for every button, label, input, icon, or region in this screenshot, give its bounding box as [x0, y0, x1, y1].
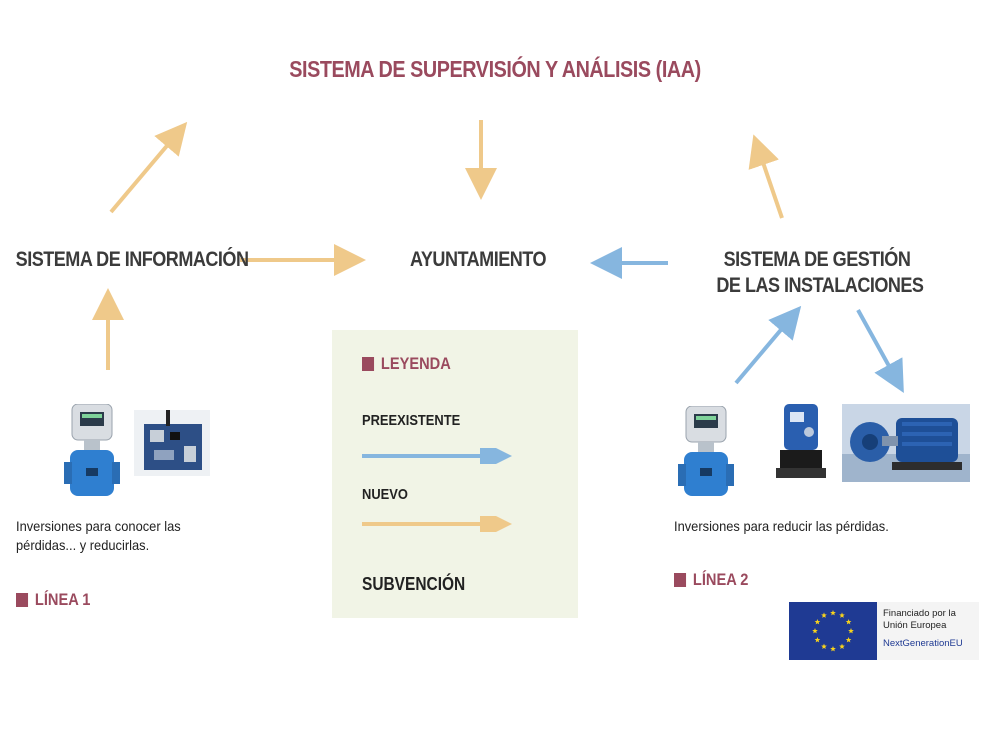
left-caption-line1: Inversiones para conocer las [16, 518, 181, 534]
linea-1-tag: LÍNEA 1 [16, 590, 90, 610]
eu-text-line2: Unión Europea [883, 620, 947, 631]
diagram-title: SISTEMA DE SUPERVISIÓN Y ANÁLISIS (IAA) [289, 56, 701, 82]
legend-preexistente-arrow [362, 448, 512, 464]
legend-title-label: LEYENDA [380, 354, 451, 373]
flowmeter-icon [678, 406, 734, 496]
linea-2-label: LÍNEA 2 [692, 570, 749, 589]
linea-2-tag: LÍNEA 2 [674, 570, 748, 590]
node-sistema-informacion: SISTEMA DE INFORMACIÓN [15, 248, 249, 271]
eu-star-icon [814, 619, 821, 625]
eu-star-icon [821, 643, 827, 650]
eu-star-icon [848, 628, 854, 634]
motor-pump-icon [842, 404, 970, 482]
eu-funding-logo: Financiado por la Unión Europea NextGene… [789, 602, 979, 660]
eu-star-icon [830, 646, 836, 652]
eu-text-line3: NextGenerationEU [883, 638, 963, 649]
eu-star-icon [812, 628, 818, 634]
linea-1-square-icon [16, 593, 29, 607]
flowmeter-icon [64, 404, 120, 496]
eu-star-icon [821, 612, 827, 618]
arrow-line2-to-gestion [734, 305, 802, 385]
linea-1-label: LÍNEA 1 [34, 590, 91, 609]
legend-nuevo-label: NUEVO [362, 486, 408, 503]
legend-subvencion-label: SUBVENCIÓN [362, 574, 466, 594]
right-caption: Inversiones para reducir las pérdidas. [674, 518, 889, 534]
legend-square-icon [362, 357, 375, 371]
left-caption-line2: pérdidas... y reducirlas. [16, 537, 150, 553]
arrow-gestion-to-pumps [856, 309, 904, 394]
node-ayuntamiento: AYUNTAMIENTO [410, 248, 546, 271]
eu-star-icon [839, 643, 845, 650]
dosing-pump-icon [776, 404, 826, 478]
node-sistema-gestion-line1: SISTEMA DE GESTIÓN [723, 248, 911, 271]
legend-preexistente-label: PREEXISTENTE [362, 412, 461, 429]
node-sistema-gestion-line2: DE LAS INSTALACIONES [716, 274, 924, 297]
legend-box: LEYENDA PREEXISTENTE NUEVO SUBVENCIÓN [332, 330, 578, 618]
eu-star-icon [830, 610, 836, 616]
eu-star-icon [814, 637, 821, 643]
eu-flag-icon [789, 602, 877, 660]
arrow-info-to-iaa [109, 121, 188, 214]
circuit-board-icon [134, 410, 210, 476]
legend-nuevo-arrow [362, 516, 512, 532]
eu-text: Financiado por la Unión Europea NextGene… [883, 608, 963, 650]
legend-title: LEYENDA [362, 354, 451, 374]
arrow-gestion-to-iaa [748, 134, 784, 219]
eu-star-icon [839, 612, 845, 618]
eu-star-icon [845, 619, 852, 625]
left-caption: Inversiones para conocer las pérdidas...… [16, 517, 181, 555]
eu-text-line1: Financiado por la [883, 608, 956, 619]
eu-star-icon [845, 637, 852, 643]
linea-2-square-icon [674, 573, 687, 587]
